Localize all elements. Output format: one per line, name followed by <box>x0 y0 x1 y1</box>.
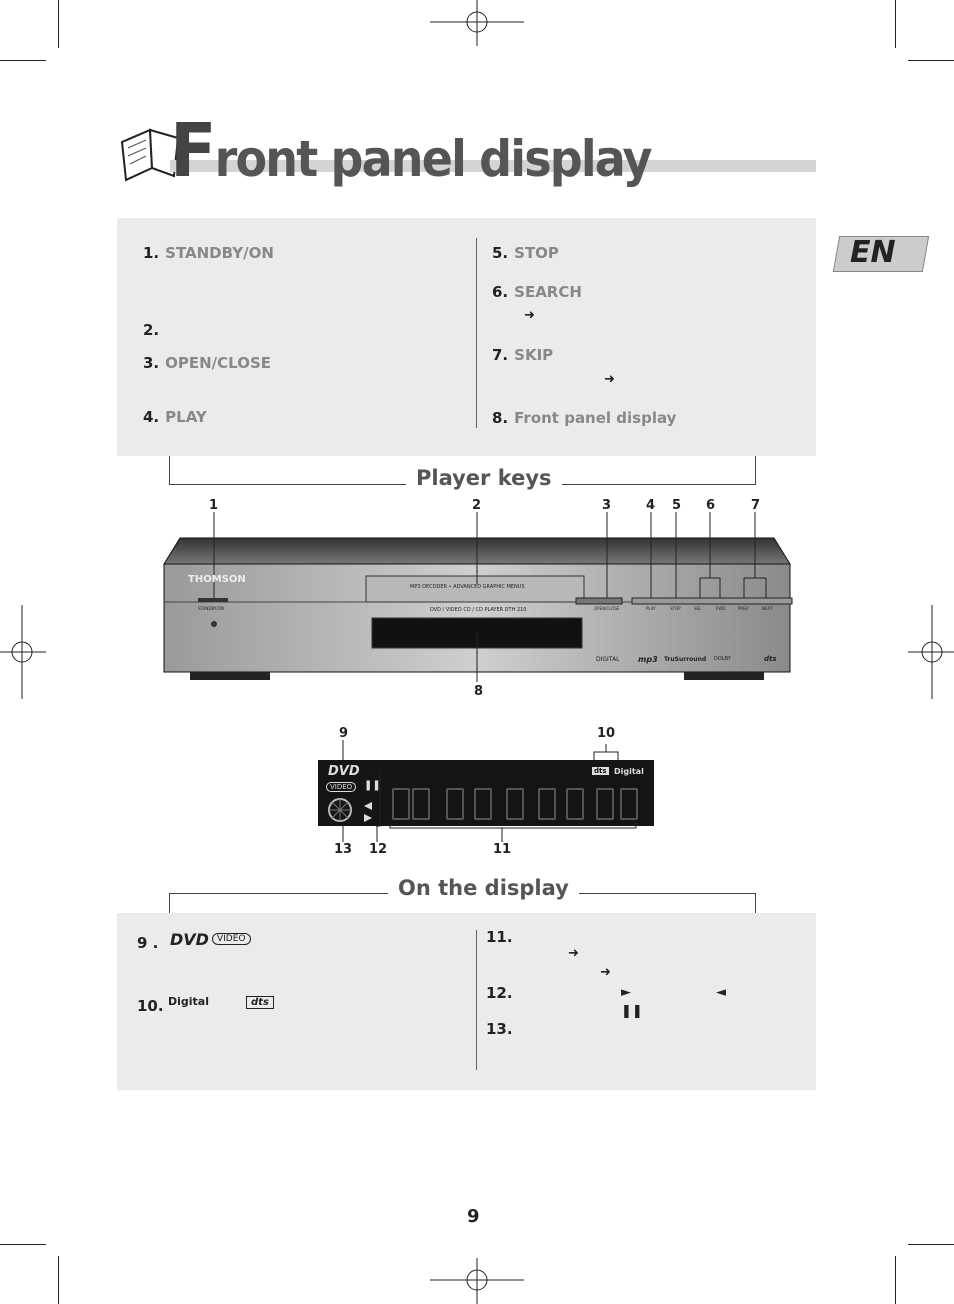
btn-label-prev: PREV <box>738 606 749 611</box>
key-item-3: 3.OPEN/CLOSE <box>143 354 271 372</box>
key-item-6: 6.SEARCH <box>492 283 582 301</box>
lcd-video-badge: VIDEO <box>326 782 357 792</box>
callout-lines-bottom <box>342 770 637 842</box>
player-keys-panel <box>117 218 816 456</box>
lcd-dts-logo: dts <box>592 767 609 775</box>
registration-mark <box>0 605 46 699</box>
logo-digital: DIGITAL <box>596 656 620 663</box>
page-number: 9 <box>467 1206 480 1227</box>
logo-dts: dts <box>764 655 777 663</box>
crop-mark <box>0 60 46 61</box>
divider <box>476 238 477 428</box>
registration-mark <box>908 605 954 699</box>
brand-logo: THOMSON <box>188 574 246 585</box>
callout-7: 7 <box>751 498 761 513</box>
on-display-panel <box>117 913 816 1090</box>
registration-mark <box>430 0 524 46</box>
dts-icon: dts <box>246 996 274 1009</box>
display-item-10: 10. <box>137 997 164 1015</box>
btn-label-fwd: FWD <box>716 606 726 611</box>
crop-mark <box>0 1244 46 1245</box>
callout-8: 8 <box>474 684 484 699</box>
key-item-5: 5.STOP <box>492 244 559 262</box>
arrow-right-icon: ➜ <box>524 308 535 323</box>
crop-mark <box>895 1256 896 1304</box>
standby-label: STANDBY/ON <box>198 606 224 611</box>
logo-dolby: DOLBY <box>714 656 731 662</box>
page-title: Front panel display <box>170 108 653 194</box>
callout-13: 13 <box>334 842 353 857</box>
arrow-right-icon: ➜ <box>600 965 611 980</box>
video-badge-icon: VIDEO <box>212 933 251 945</box>
dvd-logo-icon: DVD <box>170 930 209 949</box>
arrow-right-icon: ➜ <box>604 372 615 387</box>
lcd-pause-icon: ❚❚ <box>364 780 381 791</box>
callout-6: 6 <box>706 498 716 513</box>
registration-mark <box>430 1258 524 1304</box>
section-title-player-keys: Player keys <box>406 466 562 490</box>
logo-trusurround: TruSurround <box>664 656 707 663</box>
callout-9: 9 <box>339 726 349 741</box>
crop-mark <box>908 1244 954 1245</box>
crop-mark <box>58 1256 59 1304</box>
arrow-right-icon: ➜ <box>568 946 579 961</box>
display-item-13: 13. <box>486 1020 513 1038</box>
lcd-dvd-logo: DVD <box>328 764 360 779</box>
callout-1: 1 <box>209 498 219 513</box>
callout-11: 11 <box>493 842 512 857</box>
play-triangle-icon: ► <box>621 985 631 1000</box>
divider <box>476 930 477 1070</box>
btn-label-stop: STOP <box>670 606 681 611</box>
display-item-12: 12. <box>486 984 513 1002</box>
key-item-1: 1.STANDBY/ON <box>143 244 274 262</box>
display-item-11: 11. <box>486 928 513 946</box>
dolby-digital-icon: Digital <box>168 995 209 1008</box>
key-item-7: 7.SKIP <box>492 346 554 364</box>
pause-icon: ❚❚ <box>621 1004 643 1019</box>
callout-2: 2 <box>472 498 482 513</box>
lcd-segment-digits <box>392 788 642 820</box>
btn-label-next: NEXT <box>762 606 773 611</box>
model-text: DVD / VIDEO CD / CD PLAYER DTH 210 <box>430 607 527 613</box>
title-underline-bar <box>170 160 816 172</box>
logo-mp3: mp3 <box>638 655 658 664</box>
callout-5: 5 <box>672 498 682 513</box>
callout-12: 12 <box>369 842 388 857</box>
callout-4: 4 <box>646 498 656 513</box>
btn-label-play: PLAY <box>646 606 656 611</box>
key-item-2: 2. <box>143 321 160 339</box>
language-badge: EN <box>850 235 896 270</box>
lcd-disc-icon <box>328 798 372 822</box>
callout-10: 10 <box>597 726 616 741</box>
section-title-on-display: On the display <box>388 876 579 900</box>
open-label: OPEN/CLOSE <box>594 606 620 611</box>
dvd-player-illustration <box>163 512 793 682</box>
crop-mark <box>58 0 59 48</box>
badge-text: MP3 DECODER • ADVANCED GRAPHIC MENUS <box>410 584 525 590</box>
crop-mark <box>895 0 896 48</box>
reverse-triangle-icon: ◄ <box>716 985 726 1000</box>
btn-label-sel: SEL <box>694 606 702 611</box>
display-item-9: 9 . <box>137 934 159 952</box>
lcd-digital-logo: Digital <box>614 767 644 776</box>
key-item-4: 4.PLAY <box>143 408 207 426</box>
callout-3: 3 <box>602 498 612 513</box>
key-item-8: 8.Front panel display <box>492 409 677 427</box>
crop-mark <box>908 60 954 61</box>
